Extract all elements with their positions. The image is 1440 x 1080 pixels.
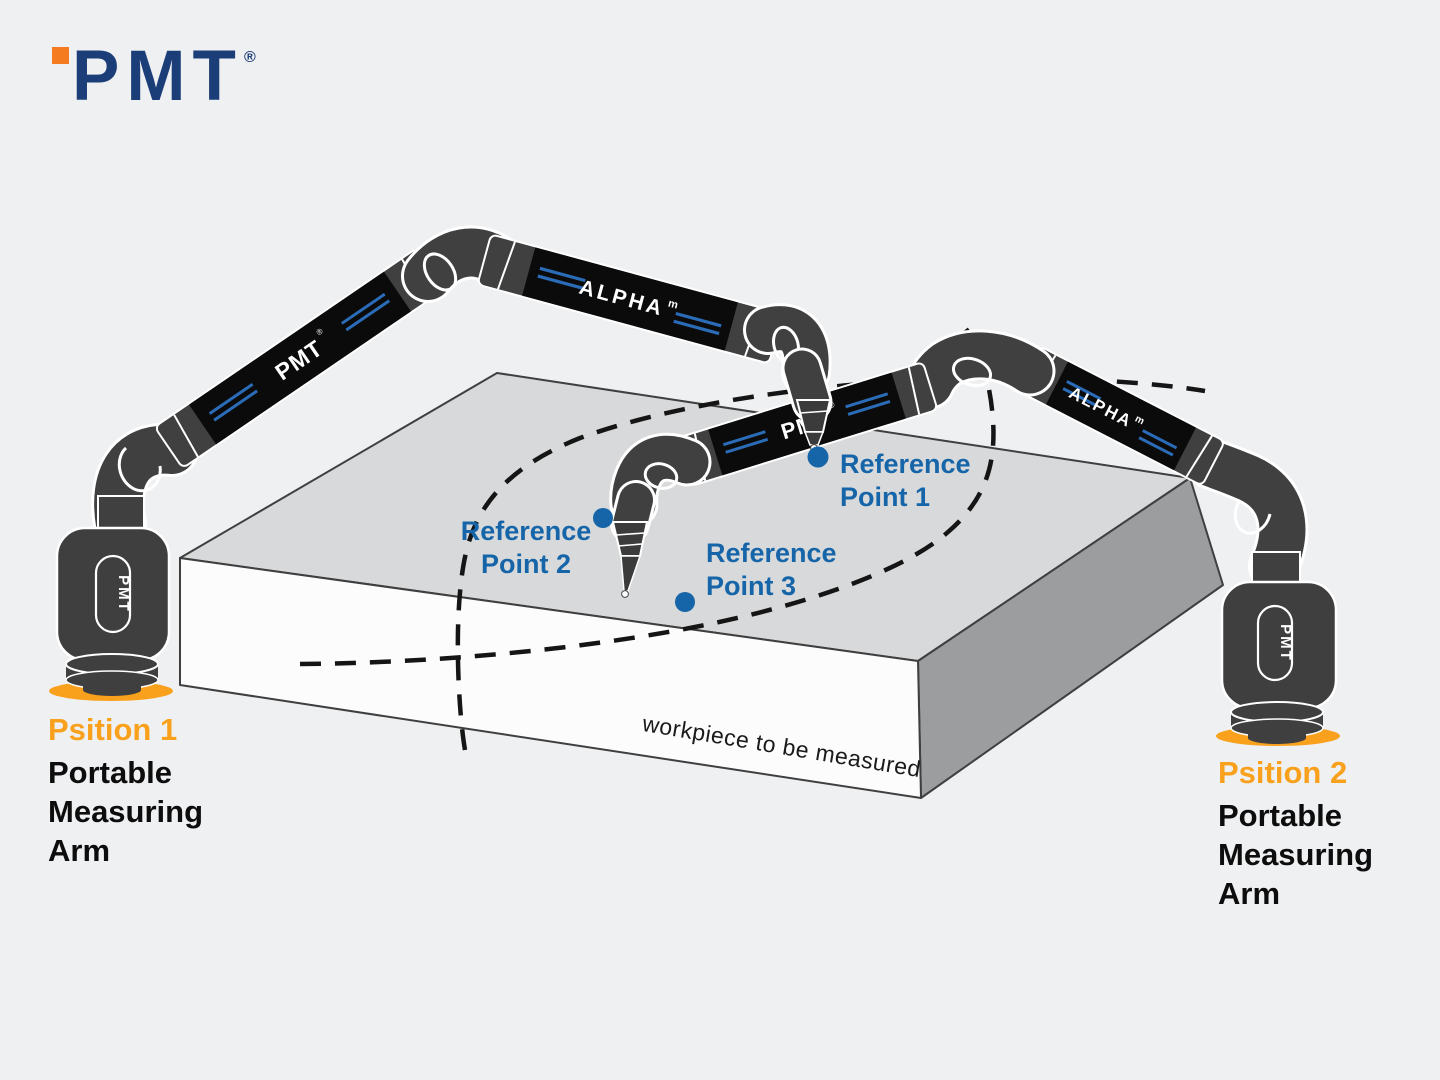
reference-point-2-line1: Reference bbox=[460, 516, 592, 546]
arm-base: PMT bbox=[55, 495, 171, 696]
measuring-probe bbox=[610, 480, 656, 598]
position-2-description: Portable Measuring Arm bbox=[1218, 796, 1373, 913]
position-2-desc-line1: Portable bbox=[1218, 798, 1343, 833]
reference-point-2-label: Reference Point 2 bbox=[452, 515, 600, 581]
probe-tip-ball-icon bbox=[621, 590, 629, 598]
position-1-desc-line3: Arm bbox=[48, 833, 111, 868]
base-pmt-label: PMT bbox=[1277, 624, 1294, 662]
base-pmt-label: PMT bbox=[115, 575, 132, 613]
logo-registered-mark: ® bbox=[244, 49, 256, 66]
reference-point-1-dot bbox=[807, 446, 829, 468]
base-pmt-badge bbox=[1256, 604, 1294, 682]
position-2-desc-line3: Arm bbox=[1218, 876, 1281, 911]
reference-point-3-line1: Reference bbox=[706, 538, 837, 568]
position-1-description: Portable Measuring Arm bbox=[48, 753, 203, 870]
brand-logo: PMT ® bbox=[52, 37, 256, 116]
position-2-title: Psition 2 bbox=[1218, 755, 1348, 790]
reference-point-1-label: Reference Point 1 bbox=[840, 448, 971, 514]
base-pmt-badge bbox=[94, 554, 132, 634]
arm-elbow-joint bbox=[904, 329, 1056, 410]
reference-point-3-dot bbox=[675, 592, 695, 612]
measuring-arm-position-2: ALPHA m PMT ® bbox=[609, 329, 1340, 746]
base-cylinder bbox=[65, 653, 159, 696]
arm-tube-pmt-left: PMT ® bbox=[155, 249, 445, 467]
position-1-desc-line1: Portable bbox=[48, 755, 173, 790]
reference-point-3-line2: Point 3 bbox=[706, 571, 797, 601]
position-1-title: Psition 1 bbox=[48, 712, 178, 747]
measuring-arm-position-1: PMT ® ALPHA m bbox=[49, 225, 833, 701]
reference-point-2-line2: Point 2 bbox=[480, 549, 571, 579]
logo-text: PMT bbox=[72, 37, 243, 116]
position-2-desc-line2: Measuring bbox=[1218, 837, 1374, 872]
workpiece-box bbox=[179, 372, 1224, 799]
measuring-probe bbox=[781, 347, 833, 452]
pmt-tube-reg: ® bbox=[315, 326, 325, 337]
reference-point-1-line1: Reference bbox=[840, 449, 971, 479]
arm-tube-alpha-left: ALPHA m bbox=[477, 234, 783, 364]
reference-point-2-dot bbox=[593, 508, 613, 528]
reference-point-1-line2: Point 1 bbox=[840, 482, 931, 512]
arm-base: PMT bbox=[1220, 551, 1338, 744]
base-cylinder bbox=[1230, 701, 1324, 744]
alpha-tube-sup: m bbox=[667, 297, 680, 311]
position-1-desc-line2: Measuring bbox=[48, 794, 204, 829]
measurement-arc-right bbox=[299, 327, 996, 667]
arm-shoulder-joint bbox=[1186, 438, 1309, 592]
workpiece-front-face bbox=[179, 557, 922, 799]
reference-point-3-label: Reference Point 3 bbox=[706, 537, 837, 603]
logo-orange-square-icon bbox=[52, 47, 69, 64]
